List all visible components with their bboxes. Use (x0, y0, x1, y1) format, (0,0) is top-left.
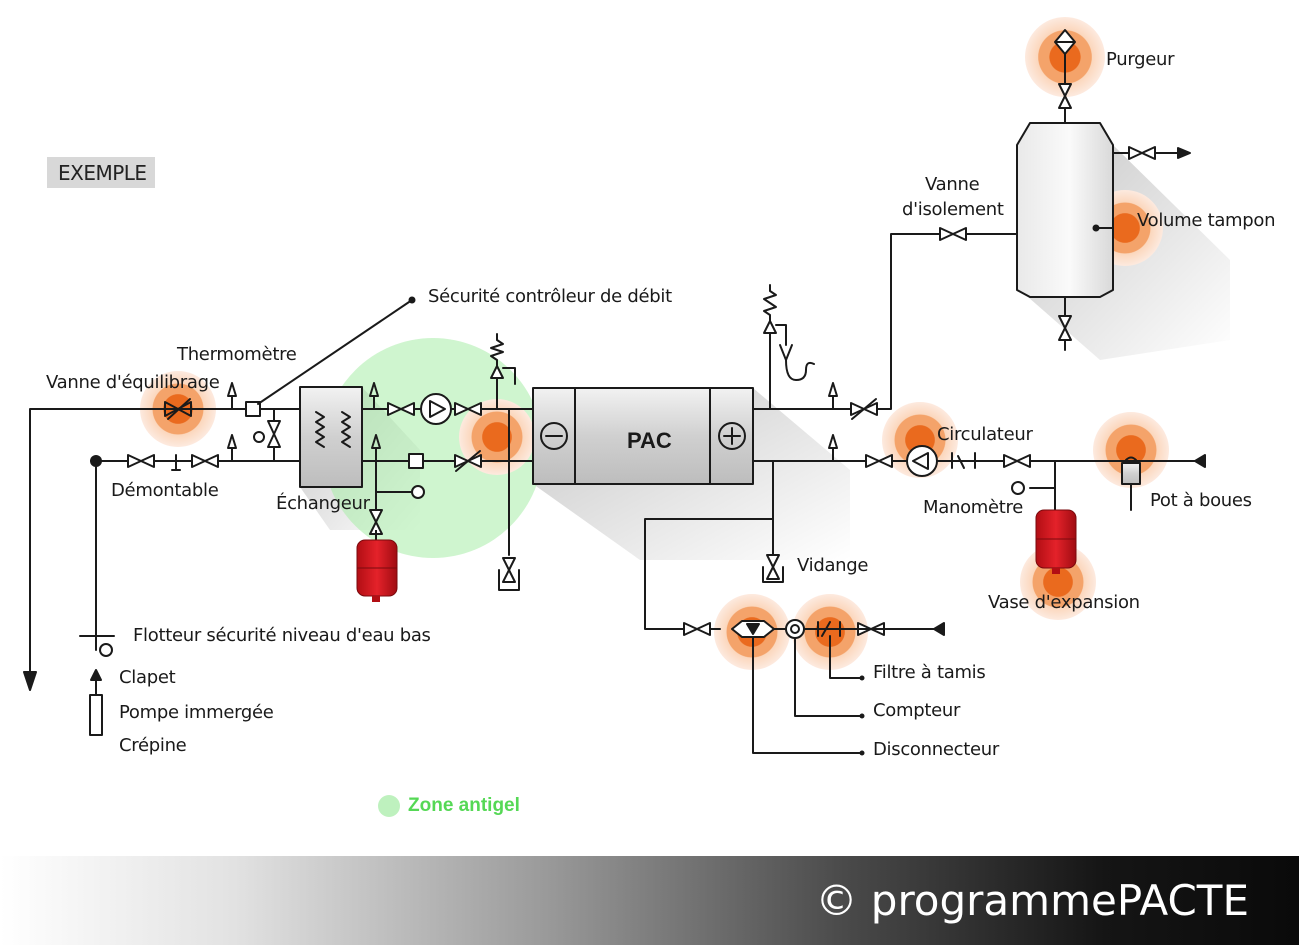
footer-banner (0, 856, 1299, 945)
pac-body (532, 387, 754, 485)
leader-filtre (829, 635, 863, 679)
thermometer-symbols (227, 382, 237, 462)
label-crepine: Crépine (119, 735, 187, 756)
label-filtre-tamis: Filtre à tamis (873, 662, 986, 683)
return-valves (127, 454, 219, 471)
pac-minus-symbol (540, 422, 568, 450)
compteur-symbol (785, 619, 805, 639)
label-vanne-isolement-line1: Vanne (925, 174, 980, 195)
debit-leader-dot (408, 296, 416, 304)
label-circulateur: Circulateur (937, 424, 1033, 445)
label-disconnecteur: Disconnecteur (873, 739, 999, 760)
label-manometre: Manomètre (923, 497, 1024, 518)
halo-circulateur (882, 402, 958, 478)
debit-leader (257, 299, 413, 405)
thermo-pac-out (828, 382, 838, 397)
legend-swatch-antigel (378, 795, 400, 817)
siphon-symbol (779, 344, 815, 381)
label-securite-debit: Sécurité contrôleur de débit (428, 286, 672, 307)
well-junction (90, 455, 102, 467)
debit-sensor-box (245, 401, 261, 417)
clapet-symbol (99, 643, 113, 657)
label-pompe-immergee: Pompe immergée (119, 702, 274, 723)
leader-compteur (794, 637, 863, 717)
volume-tampon-body (1016, 122, 1114, 298)
label-clapet: Clapet (119, 667, 176, 688)
label-vidange: Vidange (797, 555, 869, 576)
halo-pot-a-boues (1093, 412, 1169, 488)
thermo-return (828, 434, 838, 449)
bypass-valves (253, 408, 281, 462)
label-flotteur: Flotteur sécurité niveau d'eau bas (133, 625, 431, 646)
manometre-loop (411, 485, 425, 499)
label-compteur: Compteur (873, 700, 961, 721)
leader-disconnecteur (752, 636, 863, 754)
manometre-symbol (1011, 481, 1025, 495)
pump-arrow (90, 669, 102, 681)
pipe-pac-hot-out (752, 233, 1018, 410)
tank-out-arrow (1177, 147, 1191, 159)
pipe-supply (29, 408, 301, 681)
label-volume-tampon: Volume tampon (1137, 210, 1276, 231)
pac-plus-symbol (718, 422, 746, 450)
pot-a-boues-symbol (1121, 462, 1141, 485)
well-arrow (23, 671, 37, 691)
circulateur-valves (865, 454, 1031, 468)
coil-1 (315, 411, 325, 448)
drain-cup-1 (498, 569, 520, 591)
pipe-drain (644, 460, 774, 630)
echangeur-body (299, 386, 363, 488)
drain-valve-2 (502, 569, 516, 583)
return-inlet-arrow (1194, 454, 1206, 468)
label-vase-expansion: Vase d'expansion (988, 592, 1140, 613)
legend-label-antigel: Zone antigel (408, 795, 520, 816)
pac-label: PAC (627, 428, 672, 453)
label-pot-a-boues: Pot à boues (1150, 490, 1252, 511)
exemple-label: EXEMPLE (58, 161, 147, 185)
supply-inlet-arrow (933, 622, 945, 636)
loop-sensor-box (408, 453, 424, 469)
pac-shadow (533, 388, 850, 560)
safety-spring-2 (763, 284, 777, 322)
label-thermometre: Thermomètre (177, 344, 297, 365)
halo-filtre (792, 594, 868, 670)
label-echangeur: Échangeur (276, 493, 370, 514)
safety-valve (490, 365, 504, 379)
exemple-badge (47, 157, 155, 188)
loop-circulateur-arrow (429, 400, 446, 418)
pac-out-regulating-valve (850, 398, 878, 420)
drain-valve-1 (502, 557, 516, 571)
vanne-isolement-symbol (939, 227, 967, 241)
safety-spring (490, 333, 504, 367)
vanne-equilibrage-symbol (164, 398, 192, 420)
vase-expansion-loop (356, 530, 398, 602)
copyright-text: © programmePACTE (815, 876, 1249, 925)
drain-cup-2 (762, 566, 784, 583)
label-demontable: Démontable (111, 480, 219, 501)
loop-valves (387, 402, 482, 416)
valve-to-expansion-1 (369, 509, 383, 523)
pompe-immergee-symbol (89, 694, 103, 736)
label-purgeur: Purgeur (1106, 49, 1175, 70)
coil-2 (341, 411, 351, 448)
safety-valve-2 (763, 320, 777, 334)
loop-regulating-valve (454, 450, 482, 472)
label-vanne-equilibrage: Vanne d'équilibrage (46, 372, 220, 393)
vase-expansion-symbol (1035, 509, 1077, 574)
label-vanne-isolement-line2: d'isolement (902, 199, 1004, 220)
